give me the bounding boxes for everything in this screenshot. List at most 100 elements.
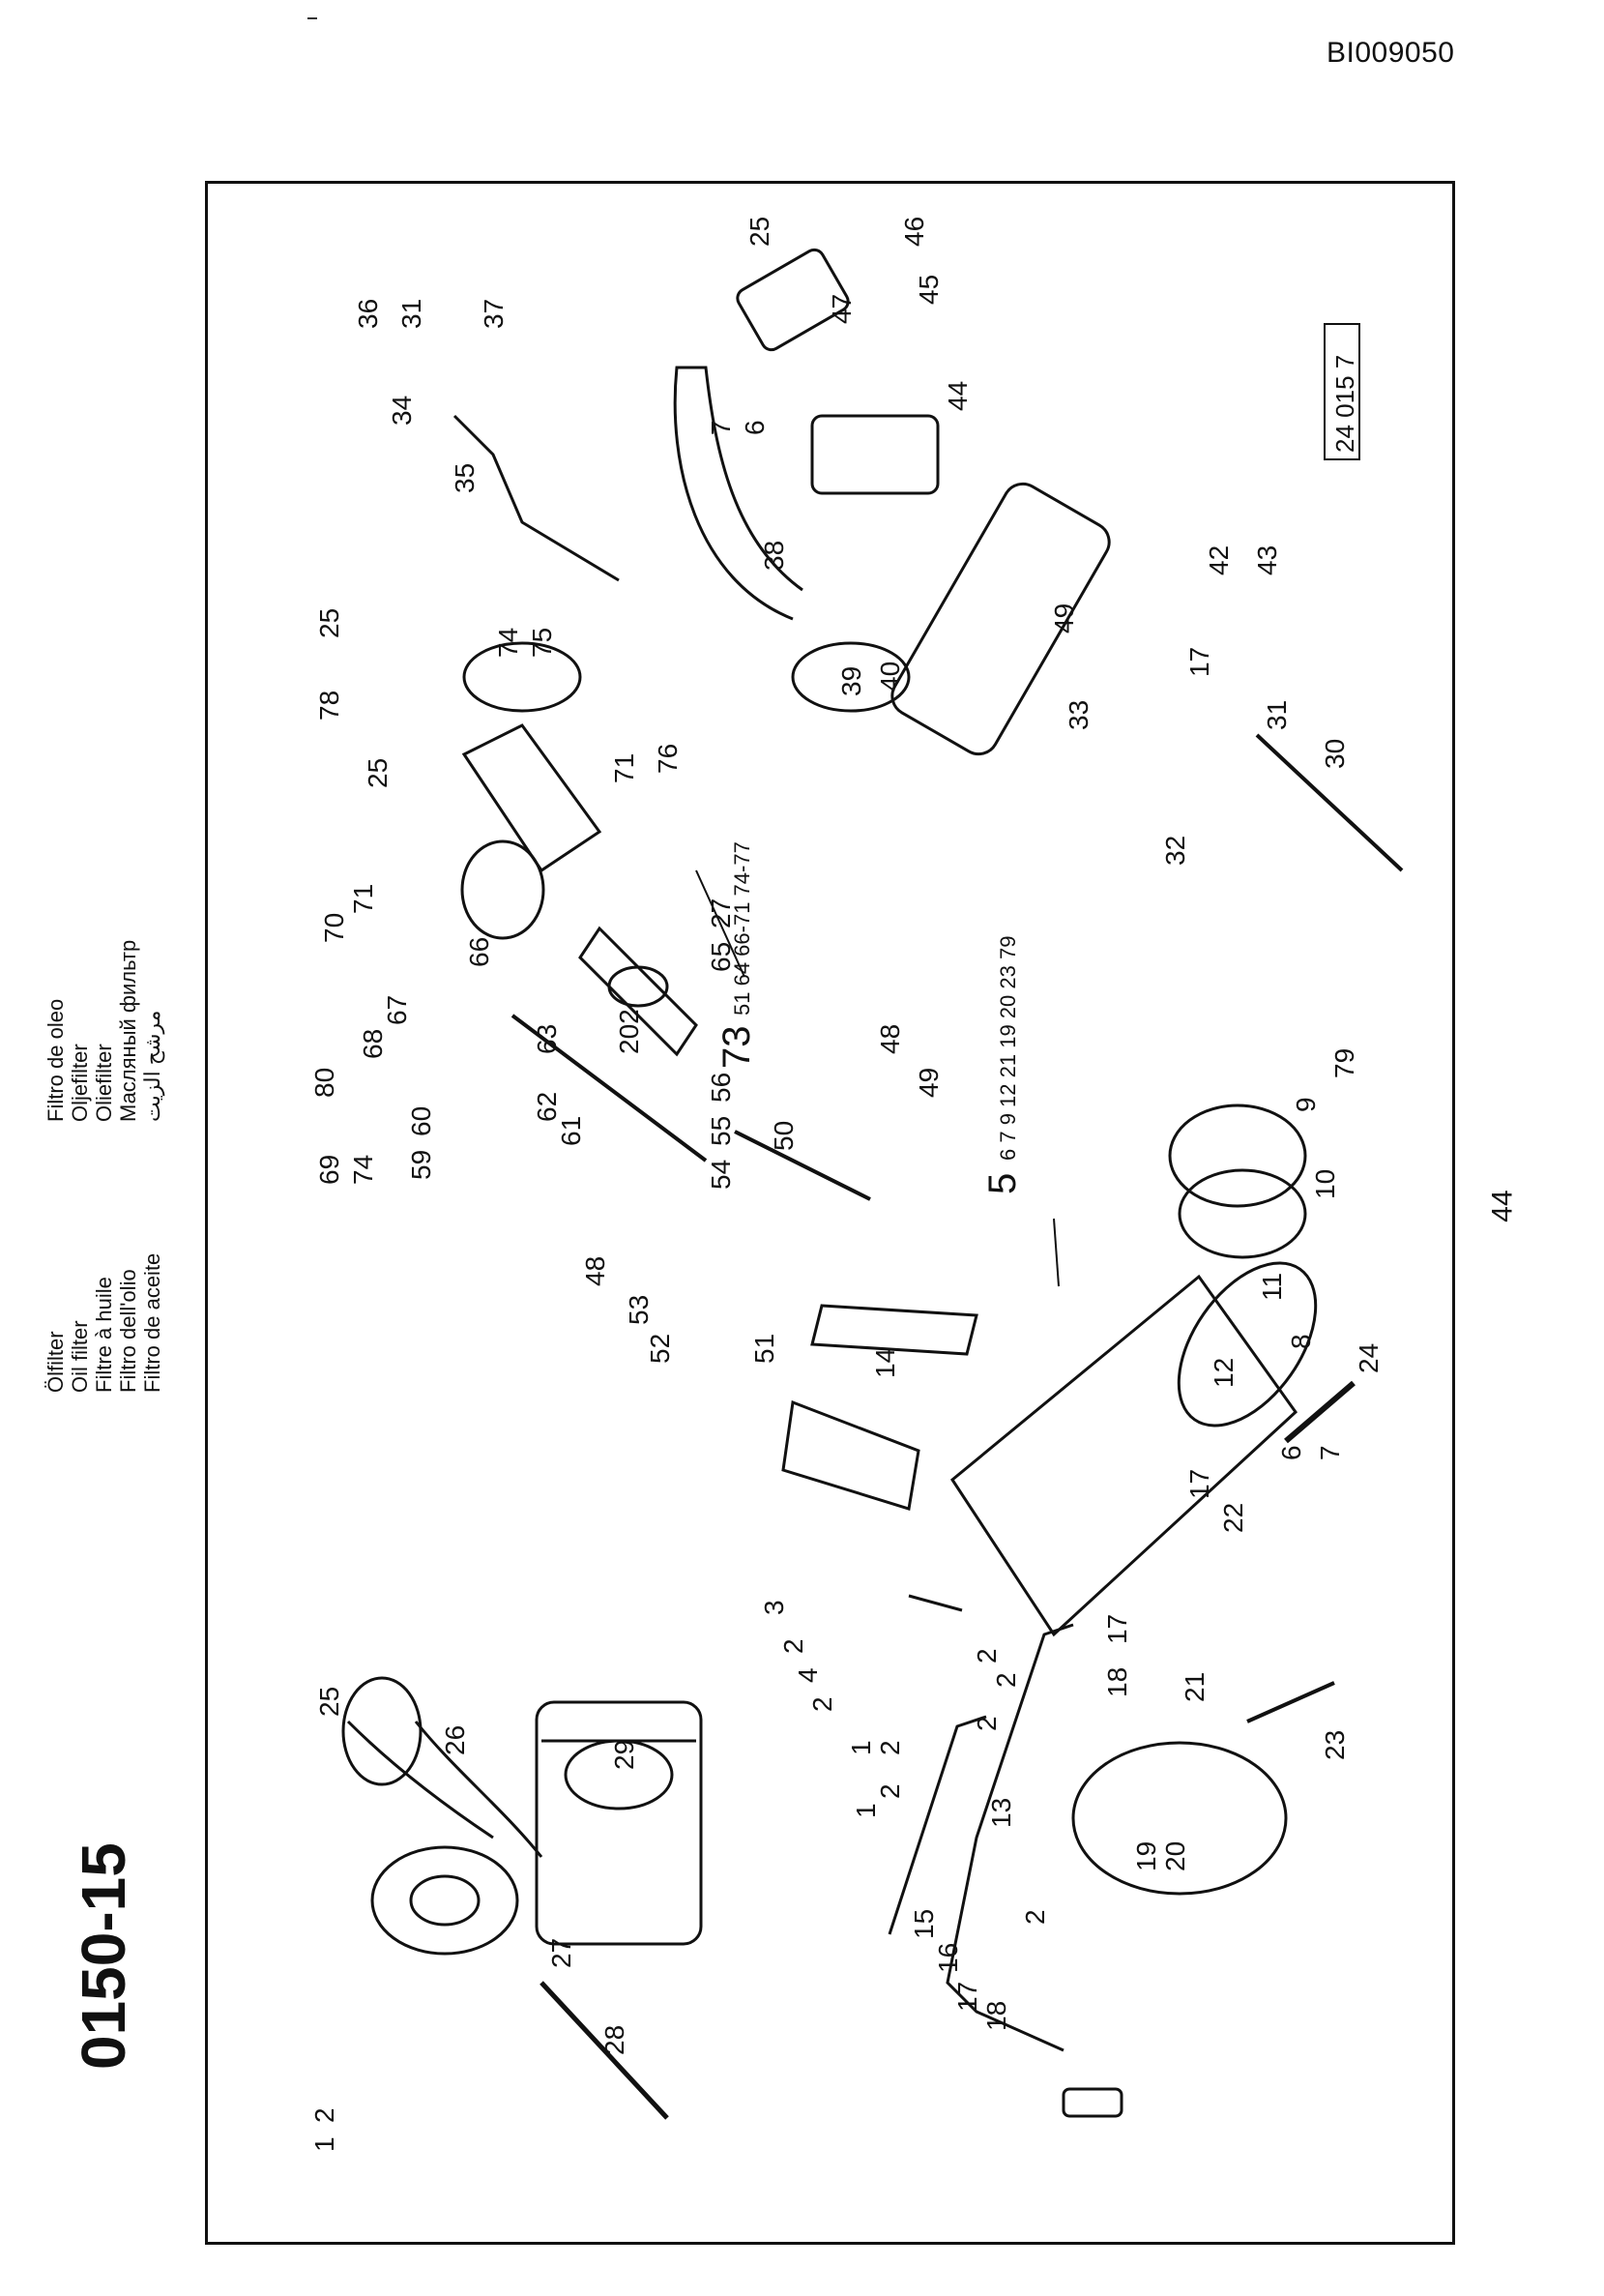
callout: 2 [778, 1638, 808, 1654]
callout: 35 [450, 463, 480, 493]
callout: 40 [875, 662, 905, 692]
callout: 19 [1131, 1841, 1161, 1871]
callout: 4 [793, 1667, 823, 1683]
callout: 34 [387, 396, 417, 426]
document-code: BI009050 [1327, 37, 1455, 69]
callout: 25 [314, 608, 344, 638]
bracket-group-number: 73 [715, 1026, 758, 1070]
callout: 54 [706, 1160, 736, 1190]
callout: 31 [396, 299, 426, 329]
callout: 6 [740, 420, 770, 435]
callout: 66 [464, 937, 494, 967]
callout: 32 [1160, 836, 1190, 866]
callout: 2 [972, 1716, 1002, 1731]
callout: 69 [314, 1155, 344, 1185]
bracket-group-members: 6 7 9 12 21 19 20 23 79 [996, 936, 1020, 1161]
callout: 17 [1184, 1469, 1214, 1499]
callout: 24 [1354, 1343, 1384, 1373]
callout: 13 [986, 1798, 1016, 1828]
callout: 38 [759, 541, 789, 571]
callout: 23 [1320, 1730, 1350, 1760]
callout: 25 [744, 217, 774, 247]
oil-pipe-drawing [888, 1594, 1123, 2118]
callout: 14 [870, 1348, 900, 1378]
callout: 3 [759, 1600, 789, 1615]
callout: 42 [1204, 545, 1234, 575]
callout: 53 [624, 1295, 654, 1325]
callout: 11 [1257, 1273, 1287, 1301]
callout: 1 [309, 2136, 339, 2152]
callout: 68 [358, 1029, 388, 1059]
callout: 25 [314, 1687, 344, 1717]
callout: 6 [1276, 1445, 1306, 1460]
callout: 2 [875, 1740, 905, 1755]
filter-canister-drawing [781, 1104, 1356, 1896]
callout: 70 [319, 913, 349, 943]
callout: 30 [1320, 739, 1350, 769]
callout: 10 [1310, 1169, 1340, 1199]
callout: 17 [1184, 647, 1214, 677]
callout: 44 [943, 381, 973, 411]
callout: 51 [749, 1334, 779, 1364]
bracket-group-number: 5 [981, 1173, 1024, 1194]
callout: 7 [1315, 1445, 1345, 1460]
callout: 27 [546, 1938, 576, 1968]
callout: 28 [599, 2025, 629, 2055]
callout: 79 [1329, 1048, 1359, 1078]
oil-filter-assembly-drawing [341, 1676, 703, 2120]
callout: 1 [851, 1803, 881, 1818]
callout: 202 [614, 1009, 644, 1054]
callout: 65 [706, 942, 736, 972]
callout: 37 [479, 299, 509, 329]
callout: 45 [914, 275, 944, 305]
callout: 20 [1160, 1841, 1190, 1871]
callout: 18 [981, 2001, 1011, 2031]
callout: 2 [972, 1648, 1002, 1663]
callout: 2 [875, 1783, 905, 1799]
callout: 49 [1049, 603, 1079, 633]
callout: 48 [580, 1256, 610, 1286]
callout: 27 [706, 898, 736, 928]
callout: 2 [807, 1696, 837, 1712]
callout: 48 [875, 1024, 905, 1054]
figure-ref-box [1324, 323, 1360, 460]
callout: 74 [348, 1155, 378, 1185]
filter-head-drawing [460, 641, 871, 1201]
callout: 1 [846, 1740, 876, 1755]
callout: 31 [1262, 700, 1292, 730]
callout: 26 [440, 1725, 470, 1755]
callout: 9 [1291, 1097, 1321, 1112]
callout: 49 [914, 1068, 944, 1098]
callout: 71 [348, 884, 378, 914]
callout: 29 [609, 1740, 639, 1770]
callout: 21 [1180, 1672, 1210, 1702]
callout: 8 [1286, 1334, 1316, 1349]
callout-layer: 1 2 18 17 16 15 2 13 1 2 2 1 2 4 2 3 2 2… [309, 217, 1384, 2152]
callout: 12 [1209, 1358, 1239, 1388]
callout: 22 [1218, 1503, 1248, 1533]
bracket-labels: 73 51 64 66-71 74-77 5 6 7 9 12 21 19 20… [715, 323, 1360, 1194]
callout: 62 [532, 1092, 562, 1122]
callout: 63 [532, 1024, 562, 1054]
callout: 50 [769, 1121, 799, 1151]
callout: 36 [353, 299, 383, 329]
callout: 25 [363, 758, 393, 788]
callout: 60 [406, 1106, 436, 1136]
diagram-frame [205, 181, 1455, 2245]
callout: 55 [706, 1116, 736, 1146]
callout: 46 [899, 217, 929, 247]
callout: 75 [527, 628, 557, 658]
callout: 18 [1102, 1667, 1132, 1697]
oil-pump-drawing [452, 248, 1404, 872]
callout: 52 [645, 1334, 675, 1364]
callout: 2 [991, 1672, 1021, 1688]
callout: 76 [653, 744, 683, 774]
callout: 80 [309, 1068, 339, 1098]
callout: 71 [609, 753, 639, 783]
callout: 61 [556, 1116, 586, 1146]
callout: 2 [309, 2107, 339, 2123]
callout: 39 [836, 666, 866, 696]
callout: 33 [1064, 700, 1094, 730]
callout: 15 [909, 1909, 939, 1939]
